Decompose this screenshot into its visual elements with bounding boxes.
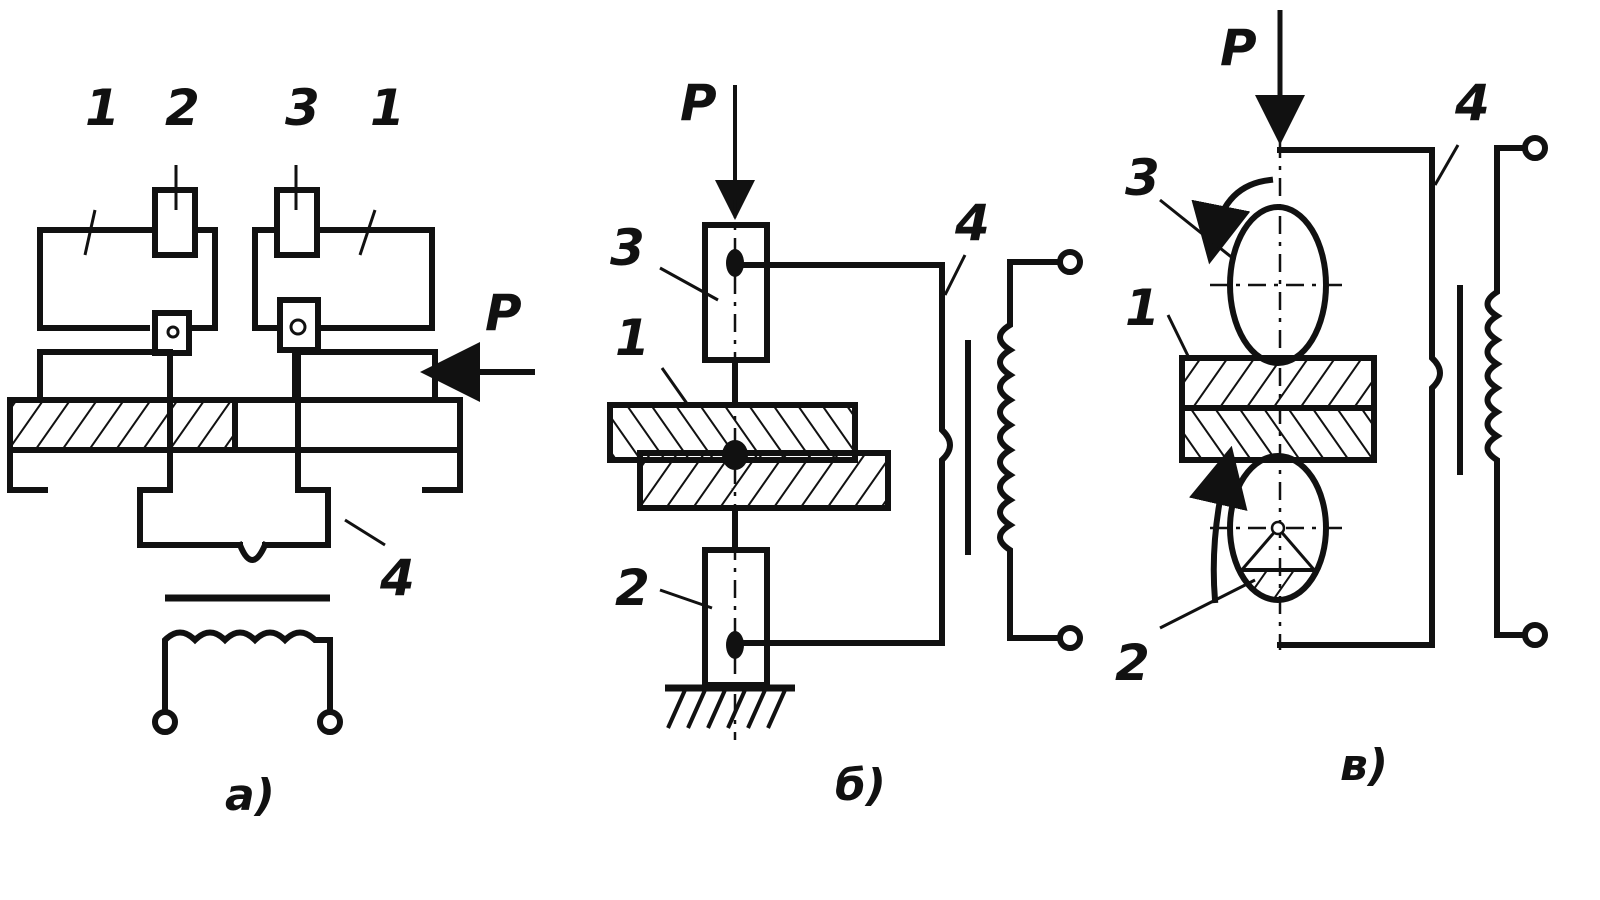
ground-hatch — [666, 689, 787, 729]
terminal-bottom-b — [1057, 625, 1083, 651]
contact-right — [277, 297, 321, 353]
lower-roller-sector — [1236, 568, 1320, 603]
winding-c — [1484, 145, 1528, 638]
caption-a: а) — [225, 770, 275, 821]
label-4-b: 4 — [954, 194, 990, 252]
terminal-top-c — [1522, 135, 1548, 161]
roller-center — [1270, 520, 1286, 536]
label-force: P — [485, 284, 522, 342]
label-3-c: 3 — [1125, 149, 1160, 207]
label-4-c: 4 — [1454, 74, 1490, 132]
leader-2-b — [659, 588, 713, 610]
base-left — [7, 447, 48, 493]
winding-b — [997, 259, 1063, 641]
label-1-left: 1 — [85, 79, 120, 137]
workpiece-right — [232, 397, 463, 453]
base-right — [422, 447, 463, 493]
rotation-arrow-top — [1191, 176, 1274, 265]
caption-b: б) — [835, 760, 886, 811]
diagram-b: P 3 1 4 2 б) — [607, 74, 1083, 811]
label-force-c: P — [1220, 19, 1257, 77]
diagram-a: 1 2 3 1 4 P а) — [7, 79, 535, 821]
label-2-b: 2 — [615, 559, 650, 617]
conductor-bump — [236, 541, 269, 563]
secondary-winding — [162, 629, 333, 713]
rotation-arrow-bottom — [1189, 445, 1248, 604]
leader-2-c — [1159, 578, 1256, 630]
leader-4-c — [1433, 144, 1460, 186]
contact-right-dot — [289, 318, 307, 336]
terminal-bottom-c — [1522, 622, 1548, 648]
label-1-right: 1 — [370, 79, 405, 137]
spoke-right — [1276, 527, 1318, 573]
sheet-upper-c — [1179, 355, 1377, 411]
label-1-b: 1 — [615, 309, 650, 367]
label-2-c: 2 — [1115, 634, 1150, 692]
part-right-upper — [292, 349, 438, 403]
sheet-lower — [637, 450, 891, 511]
part-left-upper — [37, 349, 173, 403]
terminal-top-b — [1057, 249, 1083, 275]
terminal-left — [152, 709, 178, 735]
contact-top — [726, 249, 744, 277]
leader-1-c — [1166, 314, 1192, 361]
diagram-c: P 3 4 1 2 в) — [1115, 10, 1548, 791]
contact-left — [152, 310, 192, 356]
right-clamp — [252, 227, 435, 331]
leader-1-left — [83, 209, 97, 256]
leader-4-b — [943, 254, 967, 296]
circuit-b — [742, 262, 953, 646]
leader-4 — [344, 518, 386, 547]
label-3-b: 3 — [610, 219, 645, 277]
label-2: 2 — [165, 79, 200, 137]
label-3: 3 — [285, 79, 320, 137]
weld-nugget — [722, 440, 748, 470]
leader-1-b — [660, 367, 690, 406]
contact-left-dot — [166, 325, 180, 339]
frame-c — [1277, 147, 1443, 648]
contact-bottom — [726, 631, 744, 659]
conductor-right — [262, 347, 331, 548]
leader-1-right — [358, 209, 377, 256]
label-4: 4 — [379, 549, 415, 607]
label-force-b: P — [680, 74, 717, 132]
conductor-left — [137, 350, 243, 548]
workpiece-hatched — [7, 397, 238, 453]
sheet-lower-c — [1179, 405, 1377, 463]
terminal-right — [317, 709, 343, 735]
caption-c: в) — [1340, 740, 1388, 791]
spoke-left — [1238, 527, 1280, 573]
leader-3-b — [659, 266, 719, 302]
leader-3-c — [1159, 198, 1236, 262]
label-1-c: 1 — [1125, 279, 1160, 337]
